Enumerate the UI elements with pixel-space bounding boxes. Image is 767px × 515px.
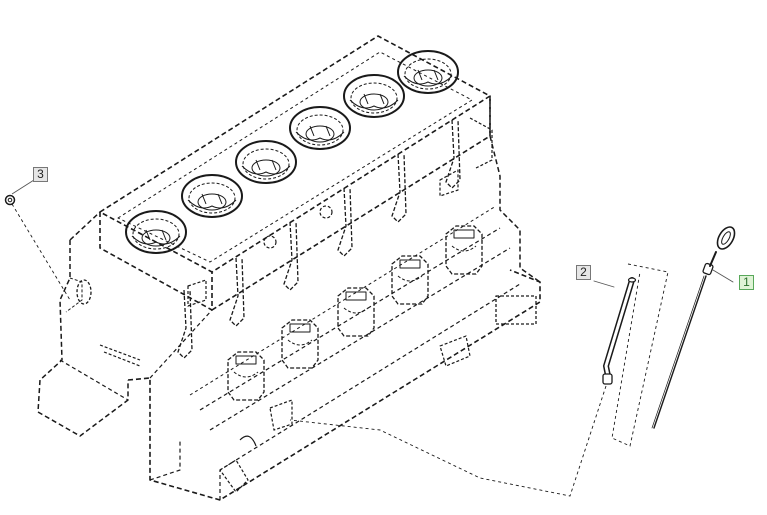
engine-block [37, 35, 541, 501]
bolt[interactable] [4, 179, 35, 206]
oil-dipstick[interactable] [651, 224, 738, 429]
dipstick-guide-tube[interactable] [593, 277, 637, 385]
callout-1[interactable]: 1 [739, 275, 754, 290]
callout-2[interactable]: 2 [576, 265, 591, 280]
assembly-leader-lines [11, 203, 669, 497]
callout-3[interactable]: 3 [33, 167, 48, 182]
